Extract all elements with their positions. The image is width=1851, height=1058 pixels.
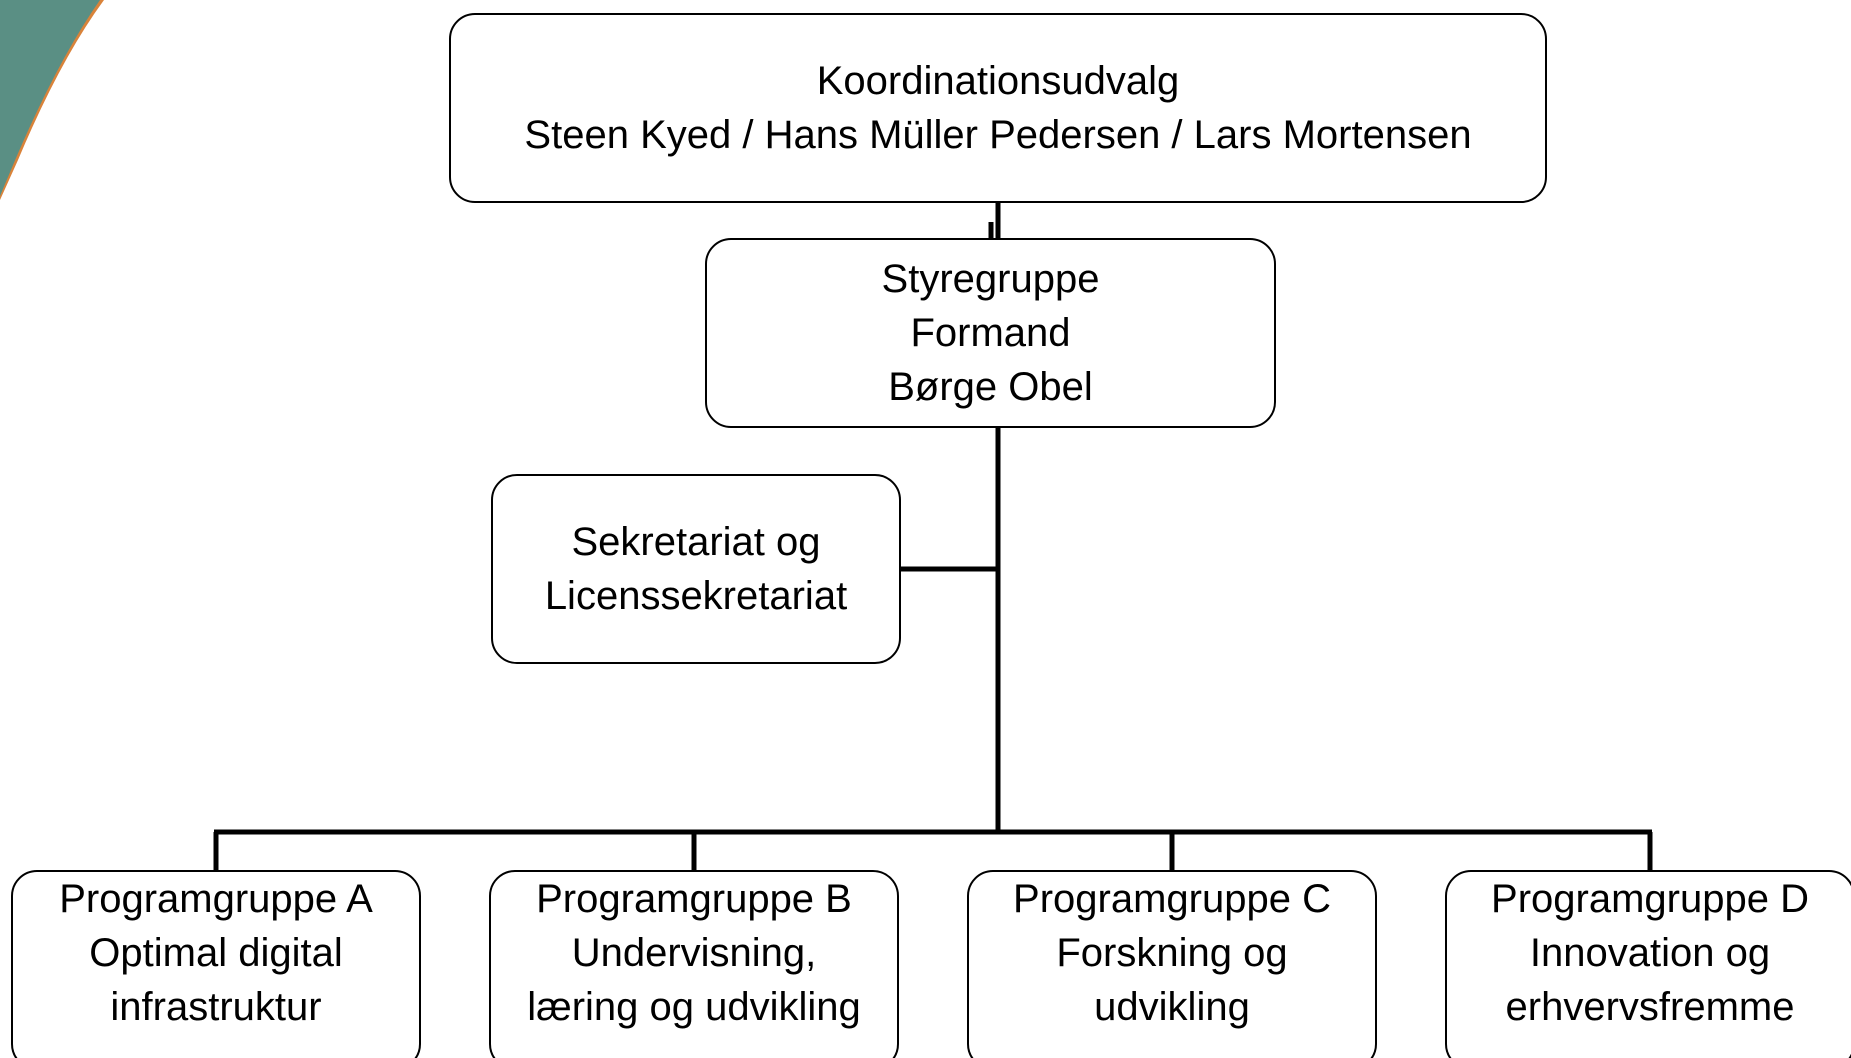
node-role: Formand bbox=[910, 311, 1071, 355]
node-members: Steen Kyed / Hans Müller Pedersen / Lars… bbox=[524, 113, 1472, 157]
node-programgruppe-c: Programgruppe C Forskning og udvikling bbox=[967, 870, 1377, 1058]
node-title: Koordinationsudvalg bbox=[816, 59, 1180, 103]
node-person: Børge Obel bbox=[888, 365, 1093, 409]
node-desc-line-2: erhvervsfremme bbox=[1505, 985, 1795, 1029]
node-programgruppe-b: Programgruppe B Undervisning, læring og … bbox=[489, 870, 899, 1058]
node-programgruppe-d: Programgruppe D Innovation og erhvervsfr… bbox=[1445, 870, 1851, 1058]
node-styregruppe: Styregruppe Formand Børge Obel bbox=[705, 238, 1276, 428]
node-desc-line-1: Undervisning, bbox=[571, 931, 817, 975]
node-title: Programgruppe A bbox=[59, 877, 373, 921]
node-title-line-1: Sekretariat og bbox=[571, 520, 821, 564]
node-desc-line-1: Innovation og bbox=[1529, 931, 1771, 975]
node-title: Styregruppe bbox=[881, 257, 1100, 301]
node-desc-line-1: Optimal digital bbox=[89, 931, 343, 975]
decor-teal-shape bbox=[0, 0, 100, 196]
node-title: Programgruppe B bbox=[536, 877, 852, 921]
node-title: Programgruppe D bbox=[1491, 877, 1809, 921]
node-title: Programgruppe C bbox=[1013, 877, 1331, 921]
node-koordinationsudvalg: Koordinationsudvalg Steen Kyed / Hans Mü… bbox=[449, 13, 1547, 203]
node-title-line-2: Licenssekretariat bbox=[544, 574, 848, 618]
node-desc-line-1: Forskning og bbox=[1056, 931, 1288, 975]
node-sekretariat: Sekretariat og Licenssekretariat bbox=[491, 474, 901, 664]
node-desc-line-2: udvikling bbox=[1094, 985, 1250, 1029]
node-desc-line-2: læring og udvikling bbox=[527, 985, 861, 1029]
node-desc-line-2: infrastruktur bbox=[110, 985, 322, 1029]
node-programgruppe-a: Programgruppe A Optimal digital infrastr… bbox=[11, 870, 421, 1058]
corner-decoration bbox=[0, 0, 104, 200]
